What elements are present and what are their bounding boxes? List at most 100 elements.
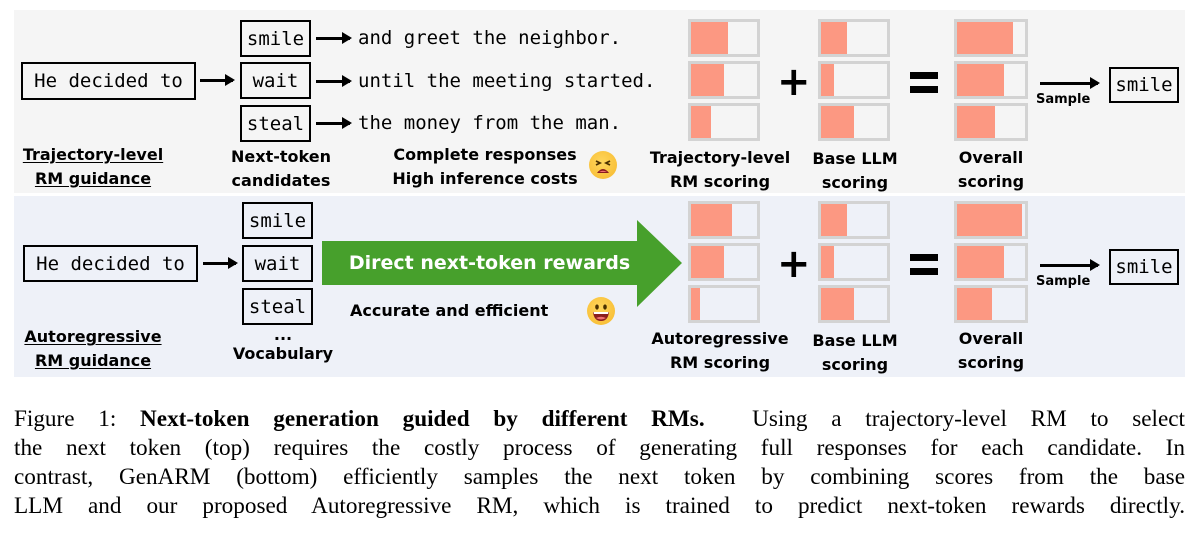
vocab-token: smile [248, 209, 307, 232]
grinning-face-emoji-icon [587, 297, 615, 325]
arrow-icon [316, 117, 352, 129]
score-fill [957, 288, 993, 320]
caption-line: Figure 1: Next-token generation guided b… [14, 405, 1185, 434]
rm-scoring-label: Trajectory-level RM scoring [640, 146, 800, 194]
arrow-icon [203, 257, 238, 269]
score-fill [691, 106, 711, 138]
panel-title: Trajectory-level RM guidance [18, 143, 168, 191]
vocabulary-label: ... Vocabulary [218, 325, 348, 366]
score-fill [957, 22, 1013, 54]
label-line: RM scoring [669, 353, 771, 372]
score-fill [957, 64, 1004, 96]
overall-score-bar [954, 243, 1028, 281]
caption-line: contrast, GenARM (bottom) efficiently sa… [14, 464, 1185, 490]
label-line: Overall [958, 148, 1024, 167]
label-line: RM scoring [669, 172, 771, 191]
score-fill [691, 204, 732, 236]
base-llm-score-bar [818, 61, 890, 99]
figure-caption: Figure 1: Next-token generation guided b… [14, 405, 1185, 521]
panel-title-line: Autoregressive [24, 327, 162, 346]
sample-label: Sample [1036, 92, 1091, 107]
tired-face-emoji-icon [589, 151, 617, 179]
arrow-icon [200, 74, 235, 86]
caption-line: the next token (top) requires the costly… [14, 435, 1185, 461]
caption-prefix: Figure 1: [14, 406, 141, 432]
equals-icon [910, 254, 938, 282]
base-llm-score-bar [818, 285, 890, 323]
panel-title-line: Trajectory-level [22, 145, 164, 164]
prompt-box: He decided to [23, 245, 198, 282]
equals-icon [910, 72, 938, 100]
base-llm-score-bar [818, 19, 890, 57]
label-line: scoring [821, 173, 889, 192]
trajectory-rm-score-bar [688, 61, 760, 99]
overall-scoring-label: Overall scoring [940, 146, 1042, 194]
candidate-token-box: steal [240, 105, 311, 142]
trajectory-rm-score-bar [688, 103, 760, 141]
caption-text: Using a trajectory-level RM to select [752, 406, 1185, 432]
candidate-token: steal [246, 112, 305, 135]
candidate-token-box: smile [240, 20, 311, 57]
label-line: Overall [958, 329, 1024, 348]
sampled-token: smile [1115, 256, 1173, 278]
score-fill [691, 64, 724, 96]
prompt-box: He decided to [21, 62, 196, 100]
score-fill [821, 64, 835, 96]
score-fill [821, 106, 854, 138]
green-arrow-shape [322, 220, 682, 307]
base-llm-score-bar [818, 243, 890, 281]
label-line: scoring [957, 172, 1025, 191]
vocab-token-box: wait [242, 245, 313, 282]
vocab-token: steal [248, 295, 307, 318]
base-llm-scoring-label: Base LLM scoring [800, 329, 910, 377]
score-fill [821, 22, 848, 54]
vocab-token-box: steal [242, 288, 313, 325]
candidate-token: wait [252, 69, 299, 92]
score-fill [957, 204, 1023, 236]
label-line: scoring [821, 355, 889, 374]
direct-reward-arrow [322, 220, 682, 307]
sampled-token-box: smile [1109, 67, 1179, 103]
prompt-text: He decided to [36, 252, 185, 275]
candidates-label: Next-token candidates [218, 145, 344, 193]
overall-score-bar [954, 103, 1028, 141]
candidate-token-box: wait [240, 62, 311, 99]
autoregressive-rm-score-bar [688, 243, 760, 281]
efficiency-note: Accurate and efficient [350, 301, 549, 320]
prompt-text: He decided to [34, 70, 183, 92]
score-fill [691, 288, 700, 320]
panel-title-line: RM guidance [34, 351, 152, 370]
overall-score-bar [954, 61, 1028, 99]
label-line: Vocabulary [232, 344, 334, 363]
panel-title-line: RM guidance [34, 169, 152, 188]
label-line: Autoregressive [651, 329, 789, 348]
vocab-token: wait [254, 252, 301, 275]
sample-arrow-icon [1040, 77, 1100, 89]
sample-arrow-icon [1040, 259, 1100, 271]
caption-bold-title: Next-token generation guided by differen… [140, 406, 705, 432]
continuation-text: and greet the neighbor. [358, 27, 622, 49]
overall-scoring-label: Overall scoring [940, 327, 1042, 375]
autoregressive-rm-score-bar [688, 285, 760, 323]
label-line: candidates [231, 171, 331, 190]
score-fill [957, 106, 996, 138]
ellipsis: ... [273, 325, 293, 344]
label-line: Trajectory-level [649, 148, 791, 167]
sampled-token-box: smile [1109, 249, 1179, 285]
note-line: High inference costs [392, 169, 578, 188]
label-line: Next-token [231, 147, 331, 166]
cost-note: Complete responses High inference costs [385, 143, 585, 191]
overall-score-bar [954, 201, 1028, 239]
score-fill [821, 288, 854, 320]
label-line: Base LLM [812, 331, 898, 350]
score-fill [691, 246, 724, 278]
label-line: scoring [957, 353, 1025, 372]
candidate-token: smile [246, 27, 305, 50]
panel-title: Autoregressive RM guidance [18, 325, 168, 373]
sampled-token: smile [1115, 74, 1173, 96]
arrow-icon [316, 32, 352, 44]
autoregressive-rm-score-bar [688, 201, 760, 239]
direct-reward-text: Direct next-token rewards [348, 252, 631, 274]
plus-icon: + [777, 241, 811, 287]
overall-score-bar [954, 19, 1028, 57]
